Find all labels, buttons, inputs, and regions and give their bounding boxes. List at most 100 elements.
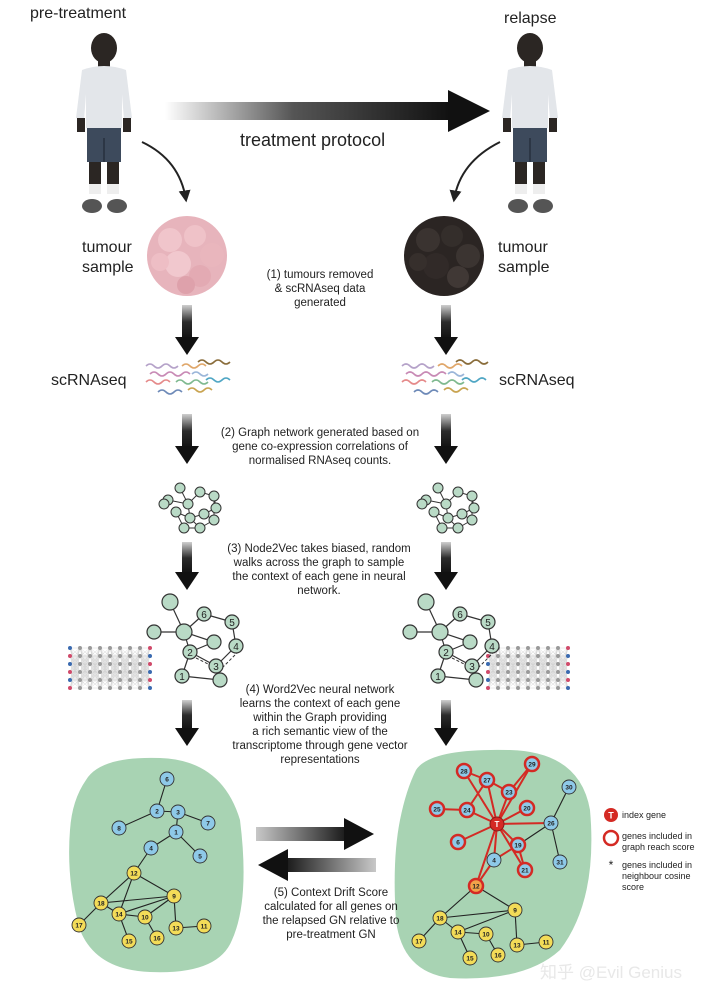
neuron-node bbox=[98, 662, 102, 666]
treatment-protocol-label: treatment protocol bbox=[240, 130, 386, 150]
neuron-node bbox=[566, 646, 570, 650]
gene-node-label: 2 bbox=[155, 809, 159, 816]
neuron-node bbox=[128, 678, 132, 682]
gene-node bbox=[111, 906, 127, 922]
neuron-node bbox=[118, 678, 122, 682]
walk-node-label: 2 bbox=[443, 648, 449, 659]
walk-node bbox=[228, 638, 244, 654]
gene-node-label: 9 bbox=[172, 894, 176, 901]
neuron-node bbox=[556, 654, 560, 658]
gene-node bbox=[523, 755, 541, 773]
neuron-node bbox=[148, 686, 152, 690]
graph-node bbox=[194, 486, 206, 498]
down-arrow-icon bbox=[434, 305, 458, 355]
gene-node bbox=[486, 852, 502, 868]
graph-node bbox=[198, 508, 210, 520]
neuron-node bbox=[516, 686, 520, 690]
walk-node bbox=[452, 606, 468, 622]
gene-node bbox=[543, 815, 559, 831]
gene-node-label: 16 bbox=[494, 953, 502, 960]
neuron-node bbox=[526, 646, 530, 650]
walk-node-label: 3 bbox=[213, 662, 219, 673]
walk-node-label: 4 bbox=[489, 642, 495, 653]
graph-node bbox=[208, 514, 220, 526]
gene-node bbox=[143, 840, 159, 856]
neuron-node bbox=[88, 662, 92, 666]
down-arrow-icon bbox=[434, 414, 458, 464]
neuron-node bbox=[516, 654, 520, 658]
gene-node-label: 5 bbox=[198, 854, 202, 861]
neuron-node bbox=[78, 686, 82, 690]
gene-node-label: 26 bbox=[547, 821, 555, 828]
down-arrow-icon bbox=[175, 414, 199, 464]
neuron-node bbox=[516, 678, 520, 682]
graph-reach-legend-icon bbox=[602, 829, 620, 847]
comparison-arrows-icon bbox=[256, 818, 376, 881]
neuron-node bbox=[486, 678, 490, 682]
down-arrow-icon bbox=[175, 542, 199, 590]
walk-node bbox=[224, 614, 240, 630]
gene-node-label: 3 bbox=[176, 810, 180, 817]
gene-node bbox=[192, 848, 208, 864]
down-arrows bbox=[175, 305, 458, 746]
neuron-node bbox=[536, 670, 540, 674]
gene-node-label: 6 bbox=[456, 840, 460, 847]
neuron-node bbox=[526, 686, 530, 690]
graph-node bbox=[182, 498, 194, 510]
gene-node bbox=[166, 888, 182, 904]
gene-node-label: 14 bbox=[115, 912, 123, 919]
rna-reads-right-icon bbox=[401, 359, 489, 395]
cosine-legend-icon: * bbox=[609, 858, 614, 872]
neuron-node bbox=[506, 646, 510, 650]
neuron-node bbox=[128, 686, 132, 690]
graph-node bbox=[210, 502, 222, 514]
tumour-sample-right-label: tumour sample bbox=[498, 239, 550, 276]
svg-text:T: T bbox=[608, 811, 614, 821]
graph-node bbox=[206, 634, 222, 650]
walk-node-label: 6 bbox=[457, 610, 463, 621]
scrnaseq-left-label: scRNAseq bbox=[51, 372, 127, 389]
legend-cosine: genes included in neighbour cosine score bbox=[622, 860, 693, 892]
gene-node-label: 21 bbox=[521, 868, 529, 875]
neuron-node bbox=[546, 678, 550, 682]
neuron-node bbox=[88, 646, 92, 650]
walk-node-label: 2 bbox=[187, 648, 193, 659]
graph-node bbox=[212, 672, 228, 688]
graph-node bbox=[194, 522, 206, 534]
graph-node bbox=[431, 623, 449, 641]
neuron-node bbox=[108, 646, 112, 650]
graph-node bbox=[178, 522, 190, 534]
neuron-node bbox=[148, 654, 152, 658]
neuron-node bbox=[546, 670, 550, 674]
gene-node bbox=[126, 865, 142, 881]
step-3-text: (3) Node2Vec takes biased, random walks … bbox=[227, 543, 411, 597]
walk-node bbox=[464, 658, 480, 674]
neuron-node bbox=[486, 686, 490, 690]
relapse-person-icon bbox=[502, 33, 558, 213]
neuron-node bbox=[78, 670, 82, 674]
curved-arrow-left-icon bbox=[141, 141, 191, 203]
neuron-node bbox=[536, 686, 540, 690]
neuron-node bbox=[118, 646, 122, 650]
pre-treatment-person-icon bbox=[76, 33, 132, 213]
graph-node bbox=[158, 498, 170, 510]
gene-node bbox=[458, 801, 476, 819]
gene-node bbox=[149, 803, 165, 819]
gene-node-label: 12 bbox=[130, 871, 138, 878]
graph-node bbox=[416, 498, 428, 510]
neuron-node bbox=[118, 670, 122, 674]
gene-node bbox=[450, 924, 466, 940]
neuron-node bbox=[68, 670, 72, 674]
gene-node bbox=[71, 917, 87, 933]
neural-network-right-icon bbox=[486, 646, 570, 690]
gene-node bbox=[509, 836, 527, 854]
down-arrow-icon bbox=[175, 700, 199, 746]
neuron-node bbox=[516, 670, 520, 674]
neuron-node bbox=[98, 678, 102, 682]
neuron-node bbox=[108, 654, 112, 658]
graph-node bbox=[161, 593, 179, 611]
neuron-node bbox=[108, 670, 112, 674]
